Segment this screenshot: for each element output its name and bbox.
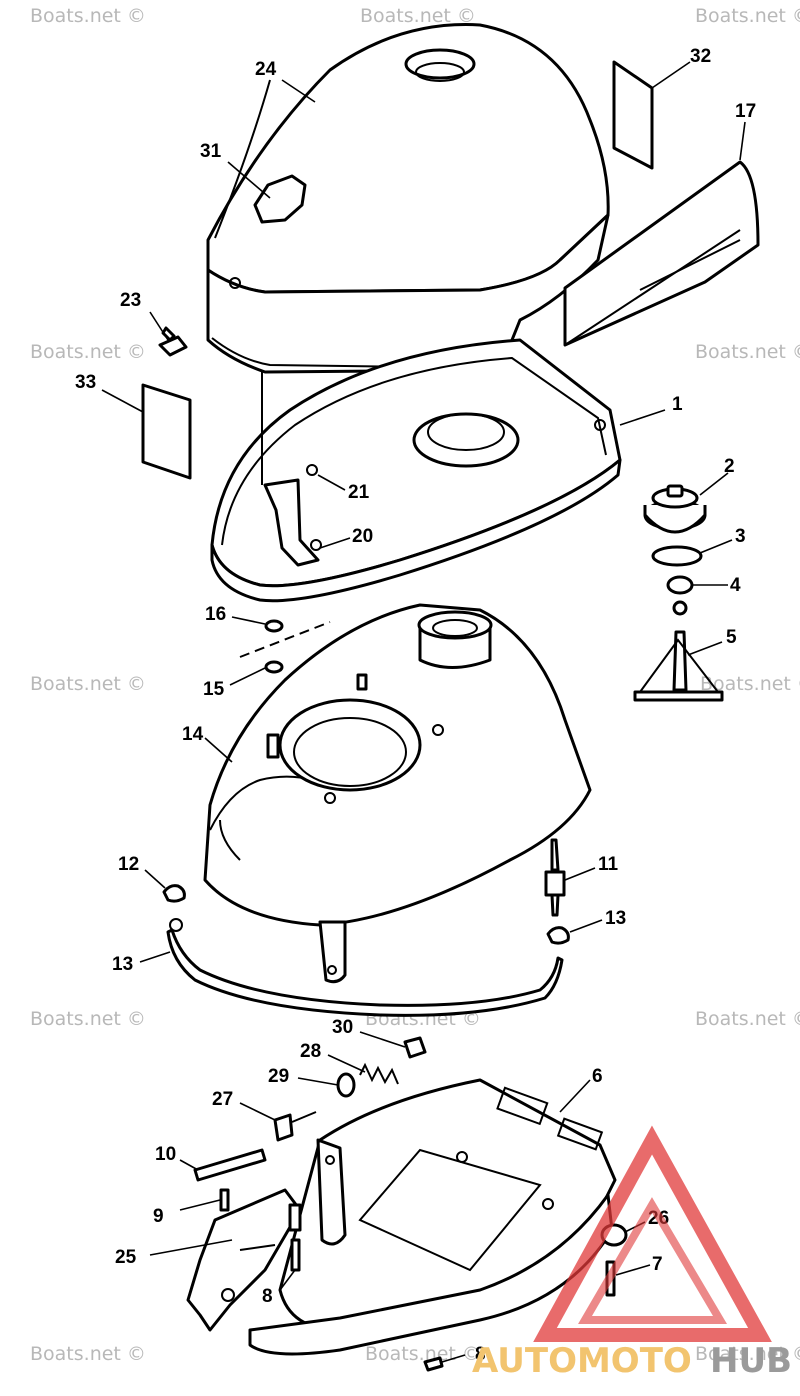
callout-31: 31 xyxy=(200,141,222,162)
decal-part-11 xyxy=(193,1148,267,1182)
callout-16: 15 xyxy=(203,679,225,700)
callout-13: 12 xyxy=(118,854,139,875)
clip-part-13 xyxy=(162,884,186,903)
watermark: Boats.net © xyxy=(30,5,146,27)
watermark: Boats.net © xyxy=(695,1008,800,1030)
side-plate-part-19 xyxy=(563,160,760,347)
callout-27: 27 xyxy=(212,1089,233,1110)
callout-9: 8 xyxy=(262,1286,273,1307)
callout-30: 30 xyxy=(332,1017,353,1038)
lower-pan-part-6 xyxy=(248,1078,617,1356)
watermark: Boats.net © xyxy=(360,5,476,27)
gasket-part-3 xyxy=(651,545,703,567)
callout-10: 9 xyxy=(153,1206,164,1227)
callout-5: 5 xyxy=(726,627,737,648)
logo-triangle xyxy=(533,1125,772,1342)
logo-text-automoto: AUTOMOTO xyxy=(472,1341,692,1381)
callout-21: 21 xyxy=(348,482,370,503)
callout-32: 32 xyxy=(690,46,711,67)
seal-end-circle xyxy=(169,918,183,932)
strainer-part-5 xyxy=(633,600,724,702)
automotohub-logo: AUTOMOTO HUB xyxy=(472,1125,792,1381)
callout-23: 23 xyxy=(120,290,141,311)
callout-24: 24 xyxy=(255,59,277,80)
watermark: Boats.net © xyxy=(30,673,146,695)
callout-28: 28 xyxy=(300,1041,321,1062)
callout-17: 16 xyxy=(205,604,226,625)
watermark: Boats.net © xyxy=(30,1343,146,1365)
callout-14: 13 xyxy=(112,954,133,975)
stud-part-12 xyxy=(544,838,566,917)
callout-15: 14 xyxy=(182,724,204,745)
screw-part-10 xyxy=(219,1188,230,1212)
watermark: Boats.net © xyxy=(30,1008,146,1030)
decal-part-33 xyxy=(141,383,192,480)
seal-strip-part-14 xyxy=(166,928,564,1017)
cover-plate-part-1 xyxy=(210,338,622,603)
callout-7: 7 xyxy=(652,1254,663,1275)
screw-part-23 xyxy=(158,326,188,357)
callout-4: 4 xyxy=(730,575,741,596)
watermark: Boats.net © xyxy=(695,1343,800,1365)
callout-33: 33 xyxy=(75,372,96,393)
clip-part-13 xyxy=(546,926,570,945)
watermark: Boats.net © xyxy=(695,5,800,27)
callout-3: 3 xyxy=(735,526,746,547)
clip-part-8 xyxy=(423,1356,444,1372)
screw-part-9 xyxy=(290,1238,301,1272)
shroud-part-15 xyxy=(203,603,592,984)
watermark: Boats.net © xyxy=(695,341,800,363)
logo-triangle-inner xyxy=(578,1197,728,1324)
bracket-part-25 xyxy=(186,1188,302,1332)
callout-19: 17 xyxy=(735,101,756,122)
callout-12: 11 xyxy=(598,854,619,875)
callout-11: 10 xyxy=(155,1144,176,1165)
fuel-cap-part-2 xyxy=(643,484,707,534)
callout-25: 25 xyxy=(115,1247,137,1268)
callout-20: 20 xyxy=(352,526,373,547)
watermark: Boats.net © xyxy=(30,341,146,363)
callout-8: 8 xyxy=(475,1344,486,1365)
washers-part-16-17 xyxy=(239,619,331,674)
o-ring-part-4 xyxy=(666,575,694,595)
decal-part-32 xyxy=(612,60,654,170)
callout-1: 1 xyxy=(672,394,683,415)
top-cover-part-24 xyxy=(206,23,610,374)
watermark: Boats.net © xyxy=(700,673,800,695)
leader-lines xyxy=(101,61,746,1363)
logo-text-hub: HUB xyxy=(710,1341,792,1381)
watermark: Boats.net © xyxy=(365,1343,481,1365)
callout-labels: 24 31 32 17 23 33 1 2 3 4 5 21 20 16 15 … xyxy=(75,46,756,1365)
callout-29: 29 xyxy=(268,1066,289,1087)
callout-13b: 13 xyxy=(605,908,626,929)
callout-2: 2 xyxy=(724,456,735,477)
callout-6: 6 xyxy=(592,1066,603,1087)
